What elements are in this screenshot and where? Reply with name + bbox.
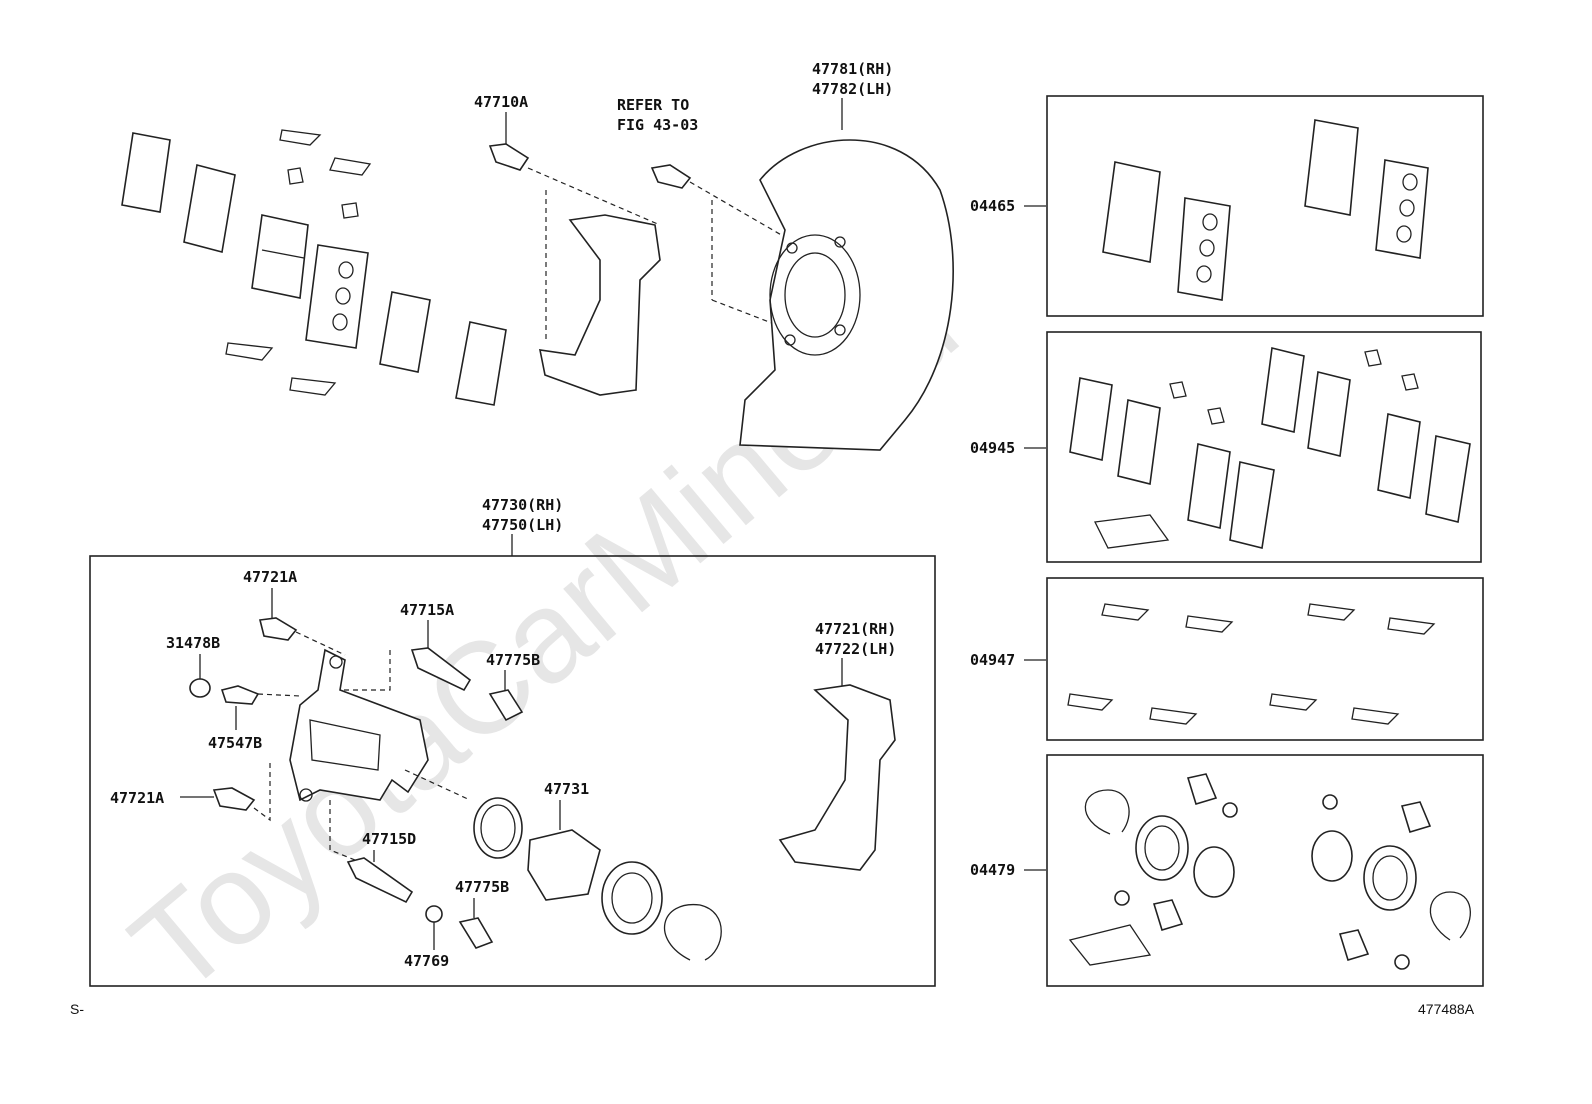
label-47730-rh: 47730(RH) — [482, 496, 563, 514]
kit-04947-frame — [1046, 577, 1484, 741]
label-47721A-left: 47721A — [110, 789, 164, 807]
kit-04465-label: 04465 — [970, 197, 1015, 215]
refer-to-line1: REFER TO — [617, 96, 689, 114]
brake-pad — [251, 214, 309, 299]
label-47721A-top: 47721A — [243, 568, 297, 586]
label-47775B-upper: 47775B — [486, 651, 540, 669]
brake-pad-backing — [1375, 159, 1429, 259]
brake-pad — [1304, 119, 1359, 216]
caliper-mounting-bracket — [778, 684, 896, 871]
shim-plate — [183, 164, 236, 253]
shim-plate — [121, 132, 171, 213]
cap-icon — [189, 678, 211, 698]
refer-to-line2: FIG 43-03 — [617, 116, 698, 134]
pin-boot-icon — [458, 917, 494, 949]
kit-04947-label: 04947 — [970, 651, 1015, 669]
brake-pad-backing — [1177, 197, 1231, 301]
label-47781-rh: 47781(RH) — [812, 60, 893, 78]
piston-seal-icon — [473, 797, 523, 859]
label-47710A: 47710A — [474, 93, 528, 111]
label-47547B: 47547B — [208, 734, 262, 752]
caliper-assembly-frame — [89, 555, 936, 987]
kit-04945-label: 04945 — [970, 439, 1015, 457]
brake-pad — [1102, 161, 1161, 263]
kit-04947: 04947 — [970, 577, 1484, 741]
kit-04479-frame — [1046, 754, 1484, 987]
label-47769: 47769 — [404, 952, 449, 970]
kit-04465-frame — [1046, 95, 1484, 317]
kit-04479-label: 04479 — [970, 861, 1015, 879]
piston-icon — [527, 829, 601, 901]
cylinder-boot-icon — [601, 861, 663, 935]
kit-04479: 04479 — [970, 754, 1484, 987]
brake-pad-backing — [305, 244, 369, 349]
brake-pad-exploded-group — [121, 129, 507, 406]
caliper-mounting-bracket — [538, 214, 661, 396]
bleeder-screw-icon — [220, 685, 260, 705]
hub-bolt-icon — [650, 164, 692, 189]
set-ring-icon — [663, 904, 722, 961]
footer-figure-id: 477488A — [1418, 1001, 1475, 1017]
pin-boot-icon — [488, 689, 524, 722]
disc-brake-dust-cover — [739, 139, 954, 451]
label-47750-lh: 47750(LH) — [482, 516, 563, 534]
kit-04945: 04945 — [970, 331, 1482, 563]
label-47731: 47731 — [544, 780, 589, 798]
label-47721-rh: 47721(RH) — [815, 620, 896, 638]
slide-pin-icon — [410, 647, 472, 692]
footer-left-code: S- — [70, 1001, 84, 1017]
label-47722-lh: 47722(LH) — [815, 640, 896, 658]
label-47775B-lower: 47775B — [455, 878, 509, 896]
kit-04465: 04465 — [970, 95, 1484, 317]
bleeder-plug-icon — [259, 617, 298, 641]
bush-icon — [425, 905, 443, 923]
bolt-icon — [488, 143, 530, 171]
shim-plate — [379, 291, 431, 373]
label-47715D: 47715D — [362, 830, 416, 848]
label-47715A: 47715A — [400, 601, 454, 619]
label-47782-lh: 47782(LH) — [812, 80, 893, 98]
label-31478B: 31478B — [166, 634, 220, 652]
slide-pin-icon — [346, 857, 414, 904]
kit-04945-frame — [1046, 331, 1482, 563]
bleeder-plug-icon — [212, 787, 256, 811]
shim-plate — [455, 321, 507, 406]
